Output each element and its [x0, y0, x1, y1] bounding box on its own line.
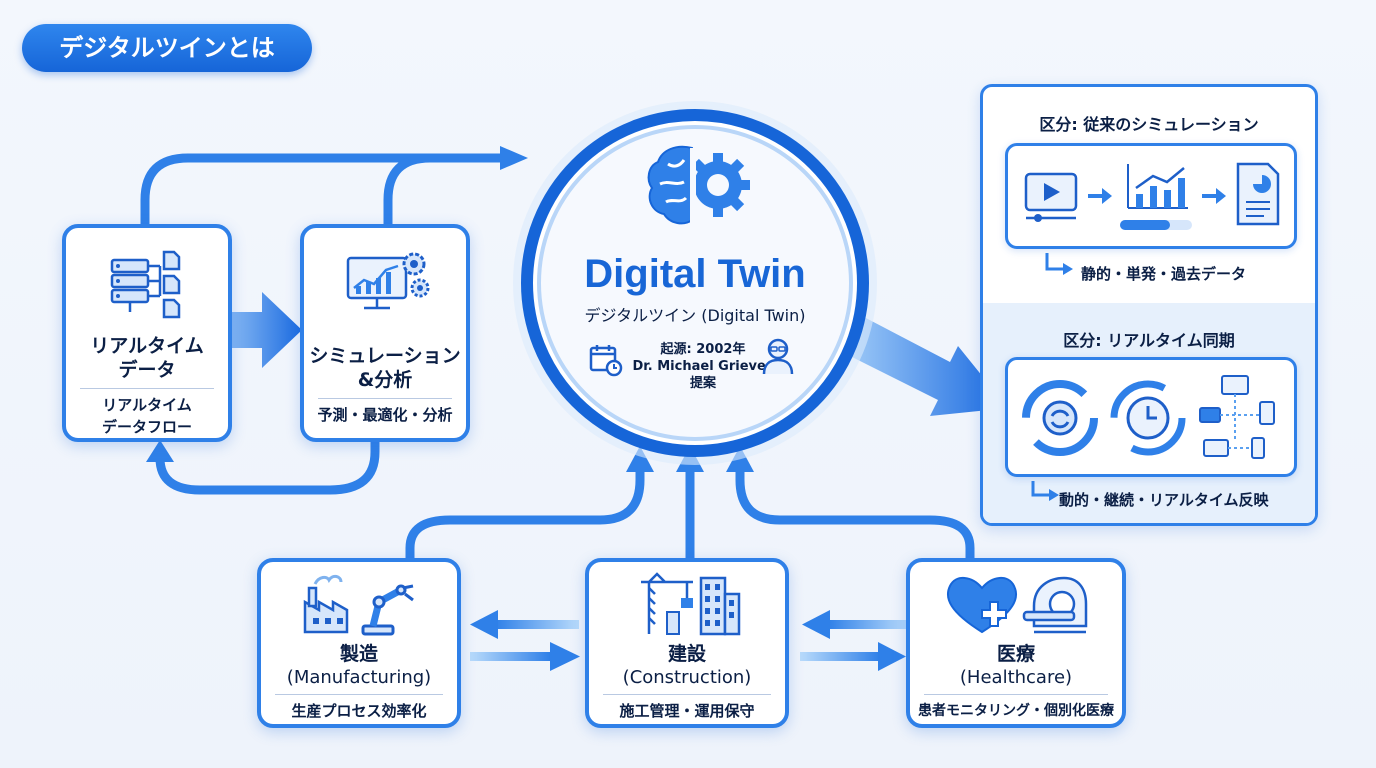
card-realtime-data[interactable]: リアルタイム データ リアルタイム データフロー — [62, 224, 232, 442]
corner-arrow-icon — [1045, 253, 1073, 275]
construction-desc: 施工管理・運用保守 — [619, 702, 755, 720]
digital-twin-circle[interactable]: Digital Twin デジタルツイン (Digital Twin) 起源: … — [510, 98, 880, 468]
construction-title: 建設 — [667, 643, 706, 665]
realtime-flow-box — [1005, 357, 1297, 477]
clock-sync-icon — [1110, 380, 1186, 456]
center-subtitle: デジタルツイン (Digital Twin) — [584, 306, 806, 325]
traditional-flow-box — [1005, 143, 1297, 249]
server-data-icon — [66, 242, 228, 326]
page-title: デジタルツインとは — [22, 24, 312, 72]
arrow-icon — [1202, 188, 1226, 204]
healthcare-desc: 患者モニタリング・個別化医療 — [918, 703, 1114, 719]
factory-robot-arm-icon — [261, 568, 457, 640]
sync-icon — [1022, 380, 1098, 456]
simulation-title-line1: シミュレーション — [309, 345, 461, 367]
origin-line3: 提案 — [689, 376, 716, 391]
arrow-manufacturing-to-center — [405, 470, 645, 562]
heart-mri-icon — [910, 568, 1122, 640]
manufacturing-subtitle: (Manufacturing) — [286, 667, 432, 688]
origin-line2: Dr. Michael Grieves — [632, 359, 774, 374]
arrow-icon — [1088, 188, 1112, 204]
simulation-desc: 予測・最適化・分析 — [317, 406, 453, 424]
card-manufacturing[interactable]: 製造 (Manufacturing) 生産プロセス効率化 — [257, 558, 461, 728]
arrowhead-center-top — [500, 146, 528, 170]
manufacturing-desc: 生産プロセス効率化 — [291, 702, 427, 720]
realtime-title-line1: リアルタイム — [90, 335, 204, 357]
origin-info: 起源: 2002年 Dr. Michael Grieves 提案 — [628, 341, 778, 392]
healthcare-title: 医療 — [996, 643, 1035, 665]
realtime-desc-line2: データフロー — [101, 418, 192, 436]
realtime-note: 動的・継続・リアルタイム反映 — [1059, 491, 1269, 509]
realtime-heading: 区分: リアルタイム同期 — [1063, 331, 1235, 350]
corner-arrow-icon — [1031, 481, 1059, 501]
traditional-flow-icons — [1024, 162, 1280, 230]
card-construction[interactable]: 建設 (Construction) 施工管理・運用保守 — [585, 558, 789, 728]
divider — [318, 398, 452, 399]
realtime-title-line2: データ — [118, 359, 176, 381]
arrow-healthcare-to-center — [735, 470, 975, 562]
divider — [924, 694, 1108, 695]
arrow-realtime-to-center — [140, 153, 505, 226]
construction-subtitle: (Construction) — [622, 667, 752, 688]
brain-gear-icon — [647, 145, 750, 225]
divider — [603, 694, 771, 695]
comparison-panel: 区分: 従来のシミュレーション 静的・単発・過去データ 区分: リアルタイム同期 — [980, 84, 1318, 526]
person-icon — [762, 338, 794, 375]
arrow-center-to-right-panel — [850, 316, 1008, 416]
monitor-chart-gear-icon — [304, 242, 466, 326]
arrow-simulation-to-realtime — [155, 442, 380, 495]
origin-line1: 起源: 2002年 — [660, 342, 746, 357]
network-devices-icon — [1199, 375, 1275, 459]
crane-building-icon — [589, 568, 785, 640]
healthcare-subtitle: (Healthcare) — [959, 667, 1073, 688]
traditional-note: 静的・単発・過去データ — [1081, 265, 1247, 283]
divider — [80, 388, 214, 389]
card-healthcare[interactable]: 医療 (Healthcare) 患者モニタリング・個別化医療 — [906, 558, 1126, 728]
center-title: Digital Twin — [584, 252, 806, 296]
realtime-flow-icons — [1022, 375, 1275, 459]
traditional-heading: 区分: 従来のシミュレーション — [1039, 115, 1259, 134]
arrow-realtime-to-simulation — [216, 292, 302, 368]
calendar-clock-icon — [589, 345, 623, 377]
divider — [275, 694, 443, 695]
card-simulation[interactable]: シミュレーション &分析 予測・最適化・分析 — [300, 224, 470, 442]
simulation-title-line2: &分析 — [357, 369, 413, 391]
realtime-desc-line1: リアルタイム — [102, 396, 192, 414]
manufacturing-title: 製造 — [339, 643, 378, 665]
